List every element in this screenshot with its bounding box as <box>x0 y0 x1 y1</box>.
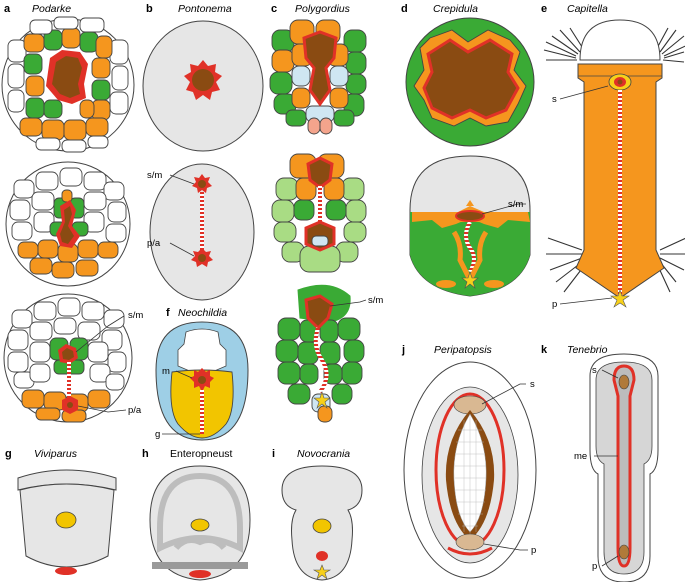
peripatopsis-label-p: p <box>531 545 536 556</box>
podarke-label-pa: p/a <box>128 405 142 416</box>
peripatopsis-label-s: s <box>530 379 535 390</box>
panel-f: f Neochildia m g <box>155 307 249 441</box>
panel-j: j Peripatopsis s p <box>401 344 537 579</box>
panel-g-title: Viviparus <box>34 448 78 460</box>
crepidula-embryo-1 <box>405 17 535 147</box>
polygordius-label-sm: s/m <box>368 295 383 306</box>
panel-j-title: Peripatopsis <box>434 344 493 356</box>
enteropneust-larva <box>149 465 251 581</box>
panel-c-letter: c <box>271 3 277 15</box>
neochildia-label-g: g <box>155 429 160 440</box>
panel-e: e Capitella s p <box>541 3 685 310</box>
panel-d-letter: d <box>401 3 408 15</box>
panel-b: b Pontonema s/m p/a <box>142 3 264 301</box>
capitella-larva <box>543 19 685 308</box>
podarke-embryo-1 <box>1 16 135 153</box>
panel-c-title: Polygordius <box>295 3 351 15</box>
neochildia-embryo <box>155 321 249 441</box>
polygordius-embryo-1 <box>269 19 367 135</box>
panel-g: g Viviparus <box>5 448 117 575</box>
tenebrio-embryo <box>589 353 659 582</box>
panel-d-title: Crepidula <box>433 3 478 15</box>
panel-f-letter: f <box>166 307 170 319</box>
panel-h: h Enteropneust <box>142 448 251 581</box>
panel-b-letter: b <box>146 3 153 15</box>
viviparus-larva <box>17 469 117 575</box>
capitella-label-p: p <box>552 299 557 310</box>
novocrania-larva <box>281 465 363 581</box>
panel-k: k Tenebrio s me p <box>541 344 659 582</box>
panel-e-letter: e <box>541 3 547 15</box>
panel-a-letter: a <box>4 3 11 15</box>
panel-a: a Podarke <box>1 3 143 423</box>
panel-k-letter: k <box>541 344 548 356</box>
podarke-label-sm: s/m <box>128 310 143 321</box>
peripatopsis-embryo <box>403 361 537 579</box>
tenebrio-label-me: me <box>574 451 587 462</box>
panel-h-title: Enteropneust <box>170 448 233 460</box>
panel-g-letter: g <box>5 448 12 460</box>
panel-k-title: Tenebrio <box>567 344 608 356</box>
tenebrio-label-s: s <box>592 365 597 376</box>
podarke-embryo-3 <box>3 293 133 423</box>
panel-a-title: Podarke <box>32 3 71 15</box>
tenebrio-label-p: p <box>592 561 597 572</box>
podarke-embryo-2 <box>5 161 131 287</box>
pontonema-label-pa: p/a <box>147 238 161 249</box>
neochildia-label-m: m <box>162 366 170 377</box>
polygordius-embryo-3 <box>275 284 367 423</box>
crepidula-embryo-2 <box>409 155 531 297</box>
panel-i-title: Novocrania <box>297 448 350 460</box>
panel-i: i Novocrania <box>272 448 363 581</box>
panel-b-title: Pontonema <box>178 3 232 15</box>
capitella-label-s: s <box>552 94 557 105</box>
panel-e-title: Capitella <box>567 3 608 15</box>
polygordius-embryo-2 <box>271 153 367 273</box>
panel-i-letter: i <box>272 448 275 460</box>
panel-f-title: Neochildia <box>178 307 227 319</box>
pontonema-label-sm: s/m <box>147 170 162 181</box>
panel-j-letter: j <box>401 344 405 356</box>
crepidula-label-sm: s/m <box>508 199 523 210</box>
panel-h-letter: h <box>142 448 149 460</box>
panel-d: d Crepidula s/m <box>401 3 535 297</box>
panel-c: c Polygordius <box>269 3 383 423</box>
